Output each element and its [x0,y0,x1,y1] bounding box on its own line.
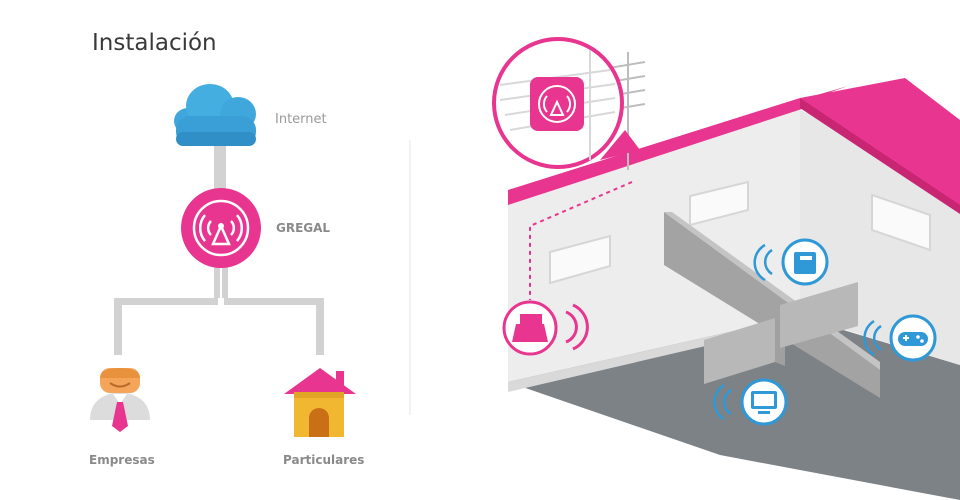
antenna-callout [492,37,640,169]
house-illustration [508,78,960,500]
house-icon [284,368,356,437]
empresas-label: Empresas [89,453,155,467]
connector-lines [114,140,324,355]
antenna-icon [181,188,261,268]
page-title: Instalación [92,30,217,56]
gregal-label: GREGAL [276,221,331,235]
phone-icon [753,238,829,286]
cloud-icon [174,84,256,146]
monitor-icon [713,378,788,426]
router-icon [502,300,589,356]
person-icon [90,368,150,432]
particulares-label: Particulares [283,453,365,467]
gamepad-icon [863,314,937,362]
dotted-link [529,181,633,300]
internet-label: Internet [275,112,327,127]
